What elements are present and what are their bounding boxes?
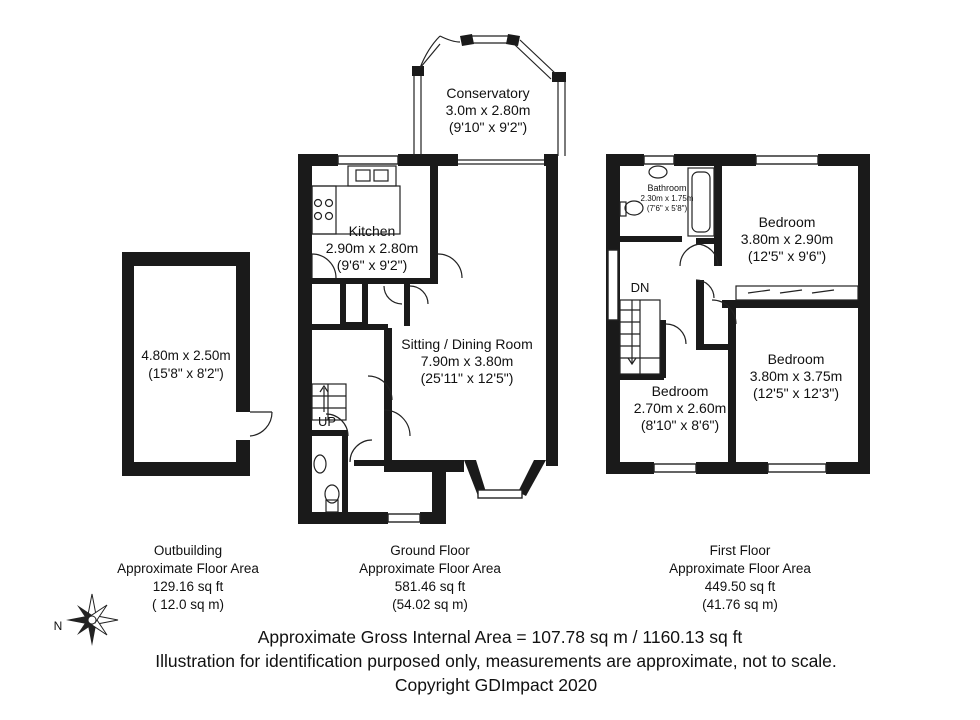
compass-icon [66,593,119,646]
ground-floor-label: Approximate Floor Area [359,561,501,576]
bathroom-fittings [619,165,715,237]
bedroom2-dims: 3.80m x 3.75m [750,368,843,384]
outbuilding-floor-sqft: 129.16 sq ft [153,579,224,594]
first-area-caption: First Floor Approximate Floor Area 449.5… [669,543,811,612]
conservatory-dims: 3.0m x 2.80m [446,102,531,118]
outbuilding-area-caption: Outbuilding Approximate Floor Area 129.1… [117,543,259,612]
ground-area-caption: Ground Floor Approximate Floor Area 581.… [359,543,501,612]
bathroom-dims: 2.30m x 1.75m [641,194,694,203]
outbuilding-floor-sqm: ( 12.0 sq m) [152,597,224,612]
disclaimer-text: Illustration for identification purposed… [155,651,837,671]
gross-area-text: Approximate Gross Internal Area = 107.78… [258,627,743,647]
sitting-dims: 7.90m x 3.80m [421,353,514,369]
conservatory-name: Conservatory [446,85,529,101]
copyright-text: Copyright GDImpact 2020 [395,675,598,695]
first-floor-sqft: 449.50 sq ft [705,579,776,594]
kitchen-name: Kitchen [349,223,396,239]
stairs-up-label: UP [318,414,336,429]
first-floor-plan: DN Bathroom 2.30m x 1.75m (7'6" x 5'8") … [606,154,870,474]
conservatory-imperial: (9'10" x 9'2") [449,119,527,135]
ground-floor-sqft: 581.46 sq ft [395,579,466,594]
ground-stairs [311,383,347,421]
bathroom-imperial: (7'6" x 5'8") [647,204,688,213]
sitting-imperial: (25'11" x 12'5") [421,370,514,386]
outbuilding-imperial: (15'8" x 8'2") [148,366,224,381]
bedroom2-imperial: (12'5" x 12'3") [753,385,839,401]
kitchen-dims: 2.90m x 2.80m [326,240,419,256]
bedroom1-dims: 3.80m x 2.90m [741,231,834,247]
bedroom3-imperial: (8'10" x 8'6") [641,417,719,433]
conservatory-plan: Conservatory 3.0m x 2.80m (9'10" x 9'2") [412,34,566,156]
ground-wc [313,454,340,513]
sitting-name: Sitting / Dining Room [401,336,533,352]
first-floor-sqm: (41.76 sq m) [702,597,778,612]
first-floor-stairs [619,299,661,375]
first-floor-name: First Floor [710,543,771,558]
kitchen-imperial: (9'6" x 9'2") [337,257,408,273]
kitchen-units [311,165,401,235]
bathroom-name: Bathroom [647,183,686,193]
first-floor-label: Approximate Floor Area [669,561,811,576]
outbuilding-plan: 4.80m x 2.50m (15'8" x 8'2") [122,252,273,476]
outbuilding-floor-label: Approximate Floor Area [117,561,259,576]
stairs-down-label: DN [631,280,650,295]
outbuilding-dims: 4.80m x 2.50m [141,348,230,363]
ground-floor-name: Ground Floor [390,543,470,558]
ground-floor-sqm: (54.02 sq m) [392,597,468,612]
outbuilding-door [249,411,273,437]
compass-north-label: N [54,619,63,633]
bedroom1-name: Bedroom [759,214,816,230]
bedroom3-dims: 2.70m x 2.60m [634,400,727,416]
bedroom1-imperial: (12'5" x 9'6") [748,248,826,264]
ground-floor-plan: UP Kitchen 2.90m x 2.80m (9'6" x 9'2") S… [298,154,558,524]
bedroom3-name: Bedroom [652,383,709,399]
bedroom2-name: Bedroom [768,351,825,367]
outbuilding-floor-name: Outbuilding [154,543,222,558]
